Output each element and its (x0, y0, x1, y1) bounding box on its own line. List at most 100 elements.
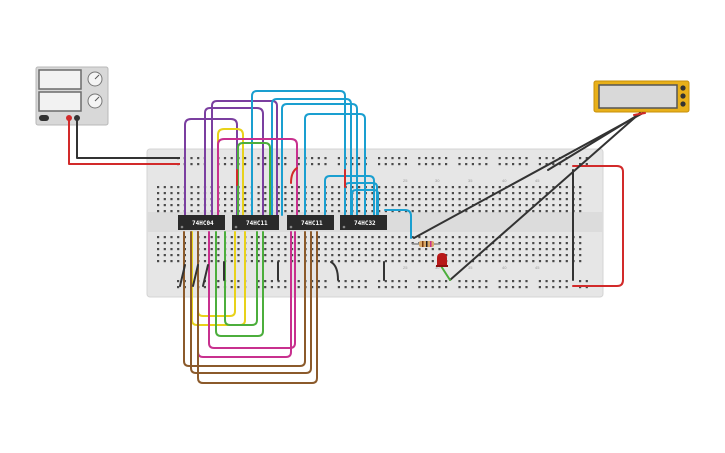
breadboard-hole[interactable] (384, 210, 387, 213)
breadboard-hole[interactable] (424, 280, 428, 283)
breadboard-hole[interactable] (344, 260, 347, 263)
breadboard-hole[interactable] (291, 254, 294, 257)
breadboard-hole[interactable] (552, 163, 555, 166)
jumper-wires[interactable] (179, 90, 646, 384)
breadboard-hole[interactable] (512, 204, 515, 207)
breadboard-hole[interactable] (505, 192, 508, 195)
breadboard-hole[interactable] (371, 248, 374, 251)
breadboard-hole[interactable] (411, 254, 414, 257)
breadboard-hole[interactable] (538, 242, 542, 245)
breadboard-hole[interactable] (579, 242, 582, 245)
breadboard-hole[interactable] (512, 254, 515, 257)
breadboard-hole[interactable] (297, 248, 300, 251)
breadboard-hole[interactable] (351, 236, 354, 239)
breadboard-hole[interactable] (465, 157, 468, 160)
breadboard-hole[interactable] (317, 163, 320, 166)
breadboard-hole[interactable] (257, 280, 260, 283)
breadboard-hole[interactable] (364, 254, 367, 257)
breadboard-hole[interactable] (485, 242, 488, 245)
breadboard-hole[interactable] (505, 254, 508, 257)
breadboard-hole[interactable] (337, 260, 341, 263)
breadboard-hole[interactable] (559, 210, 562, 213)
breadboard-hole[interactable] (404, 280, 407, 283)
breadboard-hole[interactable] (331, 192, 334, 195)
breadboard-hole[interactable] (284, 236, 287, 239)
breadboard-hole[interactable] (177, 280, 180, 283)
breadboard-hole[interactable] (224, 192, 227, 195)
breadboard-hole[interactable] (458, 204, 461, 207)
breadboard-hole[interactable] (532, 242, 535, 245)
breadboard-hole[interactable] (244, 163, 247, 166)
breadboard-hole[interactable] (579, 192, 582, 195)
breadboard-hole[interactable] (364, 280, 367, 283)
breadboard-hole[interactable] (291, 192, 294, 195)
breadboard-hole[interactable] (270, 286, 273, 289)
breadboard-hole[interactable] (478, 157, 481, 160)
breadboard-hole[interactable] (277, 286, 280, 289)
breadboard-hole[interactable] (170, 210, 173, 213)
breadboard-hole[interactable] (438, 242, 441, 245)
breadboard-hole[interactable] (257, 163, 260, 166)
breadboard-hole[interactable] (203, 236, 207, 239)
breadboard-hole[interactable] (378, 242, 381, 245)
breadboard-hole[interactable] (378, 236, 381, 239)
breadboard-hole[interactable] (311, 163, 314, 166)
breadboard-hole[interactable] (518, 248, 521, 251)
breadboard-hole[interactable] (217, 248, 220, 251)
breadboard-hole[interactable] (291, 204, 294, 207)
chip-74hc11-b[interactable]: 74HC11 (287, 215, 334, 230)
breadboard-hole[interactable] (485, 210, 488, 213)
breadboard-hole[interactable] (431, 192, 434, 195)
breadboard-hole[interactable] (451, 254, 454, 257)
breadboard-hole[interactable] (311, 280, 314, 283)
breadboard-hole[interactable] (451, 198, 454, 201)
breadboard-hole[interactable] (203, 260, 207, 263)
breadboard-hole[interactable] (378, 280, 381, 283)
breadboard-hole[interactable] (384, 248, 387, 251)
breadboard-hole[interactable] (471, 163, 474, 166)
breadboard-hole[interactable] (445, 163, 448, 166)
breadboard-hole[interactable] (471, 210, 475, 213)
breadboard-hole[interactable] (438, 186, 441, 189)
breadboard-hole[interactable] (404, 204, 408, 207)
breadboard-hole[interactable] (565, 286, 568, 289)
breadboard-hole[interactable] (492, 186, 495, 189)
breadboard-hole[interactable] (465, 163, 468, 166)
breadboard-hole[interactable] (230, 198, 233, 201)
breadboard-hole[interactable] (264, 204, 267, 207)
breadboard-hole[interactable] (190, 192, 193, 195)
breadboard-hole[interactable] (458, 254, 461, 257)
breadboard-hole[interactable] (431, 248, 434, 251)
breadboard-hole[interactable] (579, 198, 582, 201)
breadboard-hole[interactable] (311, 286, 314, 289)
breadboard-hole[interactable] (337, 286, 340, 289)
breadboard-hole[interactable] (398, 163, 401, 166)
breadboard-hole[interactable] (559, 242, 562, 245)
breadboard-hole[interactable] (297, 286, 300, 289)
breadboard-hole[interactable] (404, 286, 407, 289)
breadboard-hole[interactable] (404, 242, 408, 245)
breadboard-hole[interactable] (284, 210, 287, 213)
breadboard-hole[interactable] (445, 236, 448, 239)
multimeter-jack-a[interactable] (680, 85, 686, 91)
breadboard-hole[interactable] (498, 260, 501, 263)
breadboard-hole[interactable] (498, 192, 501, 195)
breadboard-hole[interactable] (237, 286, 240, 289)
breadboard-hole[interactable] (545, 163, 548, 166)
breadboard-hole[interactable] (485, 280, 488, 283)
breadboard-hole[interactable] (585, 157, 588, 160)
breadboard-hole[interactable] (518, 254, 521, 257)
breadboard-hole[interactable] (465, 248, 468, 251)
breadboard-hole[interactable] (311, 192, 314, 195)
breadboard-hole[interactable] (391, 186, 394, 189)
breadboard-hole[interactable] (398, 157, 401, 160)
breadboard-hole[interactable] (170, 204, 173, 207)
breadboard-hole[interactable] (210, 260, 213, 263)
breadboard-hole[interactable] (223, 157, 227, 160)
breadboard-hole[interactable] (324, 254, 327, 257)
breadboard-hole[interactable] (237, 254, 240, 257)
breadboard-hole[interactable] (324, 242, 327, 245)
breadboard-hole[interactable] (478, 186, 481, 189)
breadboard-hole[interactable] (163, 210, 166, 213)
breadboard-hole[interactable] (170, 186, 173, 189)
